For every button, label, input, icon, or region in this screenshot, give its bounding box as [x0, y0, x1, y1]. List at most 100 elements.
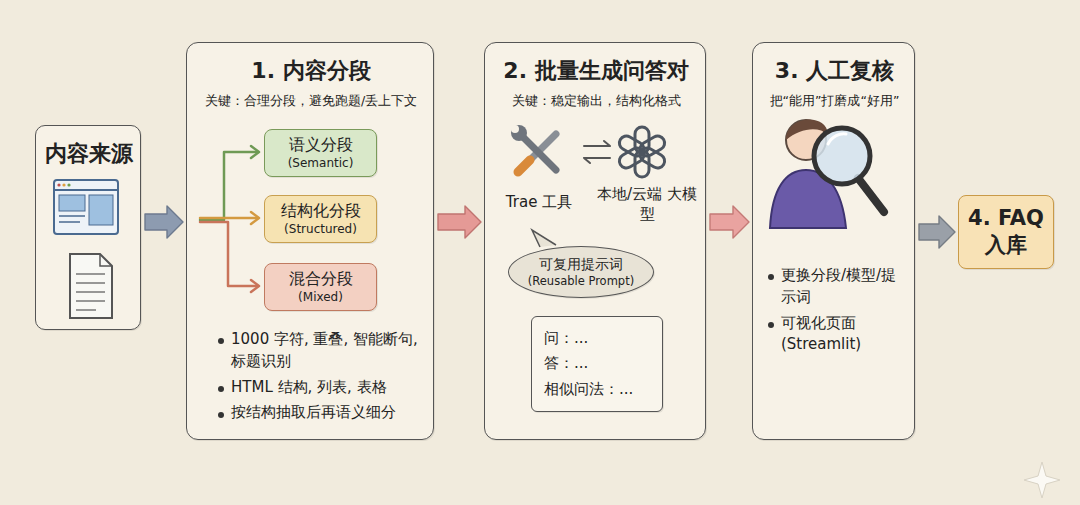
sparkle-mark [1024, 462, 1060, 498]
document-fold [100, 254, 112, 266]
wrench-shaft [522, 136, 556, 170]
bullet-text: HTML 结构, 列表, 表格 [217, 377, 425, 399]
person-head [786, 120, 826, 160]
bullet-text: 可视化页面 (Streamlit) [767, 313, 907, 357]
text-slot: 关键：合理分段，避免跑题/丢上下文 [187, 93, 435, 109]
text-slot: Trae 工具 [491, 193, 587, 213]
flow-arrow [710, 206, 749, 238]
logo-petal [617, 145, 647, 170]
logo-petal [635, 127, 649, 153]
branch-head [251, 212, 259, 224]
window-dot [57, 183, 60, 186]
node-text: 答：... [544, 351, 588, 377]
tools-icon [511, 125, 556, 172]
bullet-text: 更换分段/模型/提示词 [767, 265, 907, 309]
prompt-bubble: 可复用提示词(Reusable Prompt) [508, 246, 654, 298]
window-dot [62, 183, 65, 186]
text-slot: 把“能用”打磨成“好用” [753, 93, 916, 109]
text-slot: 内容来源 [36, 140, 142, 169]
node-heading: 1. 内容分段 [187, 57, 435, 86]
browser-icon [54, 180, 118, 234]
source-box: 内容来源 [35, 125, 141, 330]
text-slot: 本地/云端 大模型 [597, 185, 697, 224]
document-sheet [70, 254, 112, 318]
swap-arrows [584, 141, 610, 163]
text-slot: 3. 人工复核 [753, 57, 916, 86]
branch-line [200, 217, 258, 220]
bullet-list: 1000 字符, 重叠, 智能断句, 标题识别 HTML 结构, 列表, 表格按结… [217, 329, 425, 428]
logo-petal [617, 133, 647, 158]
bullet-text: 1000 字符, 重叠, 智能断句, 标题识别 [217, 329, 425, 373]
node-text: 相似问法：... [544, 377, 633, 403]
swap-arrow [584, 158, 610, 163]
node-text: 本地/云端 大模型 [597, 185, 697, 224]
node-heading: 混合分段 [289, 269, 353, 290]
branch-line [200, 152, 258, 220]
screwdriver-shaft [518, 134, 556, 172]
branch-head [251, 146, 259, 158]
swap-arrow [584, 141, 610, 146]
wrench-jaw [511, 125, 519, 133]
node-heading: 问：... [544, 326, 588, 352]
node-text: 把“能用”打磨成“好用” [753, 93, 916, 109]
bullet-text: 按结构抽取后再语义细分 [217, 402, 425, 424]
wrench-head [511, 125, 527, 141]
node-heading: 2. 批量生成问答对 [485, 57, 707, 86]
logo-petal [635, 151, 649, 177]
text-slot: 2. 批量生成问答对 [485, 57, 707, 86]
text-slot: 关键：稳定输出，结构化格式 [485, 93, 707, 109]
magnifier-lens [814, 128, 870, 184]
node-text: (Structured) [284, 222, 357, 238]
logo-petal [638, 145, 668, 170]
window-block [89, 195, 113, 225]
branch-arrows [200, 146, 259, 292]
node-text: (Semantic) [288, 156, 354, 172]
document-line [76, 309, 96, 311]
person-hair [786, 120, 828, 140]
reviewer-figure [770, 120, 884, 228]
branch-head [251, 280, 259, 292]
method-box: 语义分段(Semantic) [264, 129, 377, 177]
document-icon [70, 254, 112, 318]
node-heading: 4. FAQ 入库 [966, 205, 1046, 260]
document-line [76, 300, 105, 302]
stage-panel: 1. 内容分段关键：合理分段，避免跑题/丢上下文 1000 字符, 重叠, 智能断… [186, 42, 434, 440]
node-heading: 3. 人工复核 [753, 57, 916, 86]
bubble-tail [532, 230, 556, 247]
window-bar [54, 189, 118, 191]
window-line [59, 215, 85, 217]
node-heading: 可复用提示词 [539, 255, 623, 273]
stage-panel: 2. 批量生成问答对关键：稳定输出，结构化格式 Trae 工具本地/云端 大模型可… [484, 42, 706, 440]
text-slot: 1. 内容分段 [187, 57, 435, 86]
node-text: (Reusable Prompt) [528, 274, 634, 289]
result-box: 4. FAQ 入库 [958, 195, 1054, 269]
window-line [59, 221, 80, 223]
document-line [76, 291, 105, 293]
bullet-list: 更换分段/模型/提示词可视化页面 (Streamlit) [767, 265, 907, 360]
flow-arrow [438, 206, 481, 238]
screwdriver-handle [518, 160, 530, 172]
node-text: 关键：稳定输出，结构化格式 [485, 93, 707, 109]
flow-arrow [145, 206, 183, 238]
lens-shine [828, 134, 846, 144]
model-logo [617, 127, 667, 177]
window-frame [54, 180, 118, 234]
qa-card: 问：...答：...相似问法：... [531, 316, 663, 412]
stage-panel: 3. 人工复核把“能用”打磨成“好用” 更换分段/模型/提示词可视化页面 (Str… [752, 42, 915, 440]
window-dot [67, 183, 70, 186]
node-heading: 结构化分段 [281, 201, 361, 222]
node-text: (Mixed) [298, 290, 343, 306]
person-body [770, 170, 846, 228]
document-line [76, 282, 105, 284]
flow-arrow [919, 216, 955, 248]
document-line [76, 273, 105, 275]
method-box: 结构化分段(Structured) [264, 195, 377, 243]
window-block [59, 195, 85, 211]
node-text: Trae 工具 [491, 193, 587, 213]
node-text: 关键：合理分段，避免跑题/丢上下文 [187, 93, 435, 109]
logo-petal [638, 133, 668, 158]
magnifier-handle [858, 178, 884, 212]
node-heading: 语义分段 [289, 135, 353, 156]
